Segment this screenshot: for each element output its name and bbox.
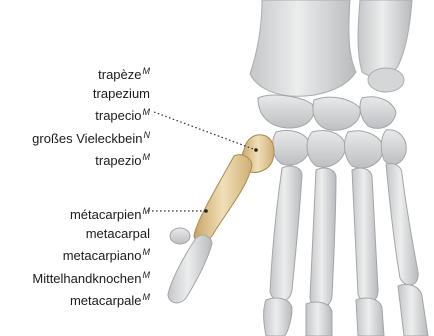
label-metacarpal-fr: métacarpienM <box>32 202 150 225</box>
metacarpal-label-group: métacarpienM metacarpal metacarpianoM Mi… <box>32 202 150 311</box>
label-metacarpal-es: metacarpianoM <box>32 243 150 266</box>
label-trapezium-fr: trapèzeM <box>32 62 150 85</box>
trapezium-leader-line <box>154 112 256 150</box>
ulna-bone <box>358 0 412 77</box>
trapezium-leader-dot <box>254 148 258 152</box>
trapezium-label-group: trapèzeM trapezium trapecioM großes Viel… <box>32 62 150 171</box>
thumb-phalanx <box>168 228 212 303</box>
first-metacarpal-bone <box>194 155 252 242</box>
label-trapezium-en: trapezium <box>32 85 150 104</box>
label-metacarpal-it: metacarpaleM <box>32 288 150 311</box>
label-metacarpal-en: metacarpal <box>32 225 150 244</box>
label-metacarpal-de: MittelhandknochenM <box>32 266 150 289</box>
label-trapezium-es: trapecioM <box>32 103 150 126</box>
forearm-bones <box>250 0 412 96</box>
label-trapezium-de: großes VieleckbeinN <box>32 126 150 149</box>
label-trapezium-it: trapezioM <box>32 148 150 171</box>
carpal-bones <box>258 95 406 168</box>
highlighted-thumb-bones <box>194 135 274 242</box>
metacarpal-leader-dot <box>204 209 208 213</box>
metacarpal-bones <box>270 163 418 308</box>
radius-bone <box>250 0 356 96</box>
